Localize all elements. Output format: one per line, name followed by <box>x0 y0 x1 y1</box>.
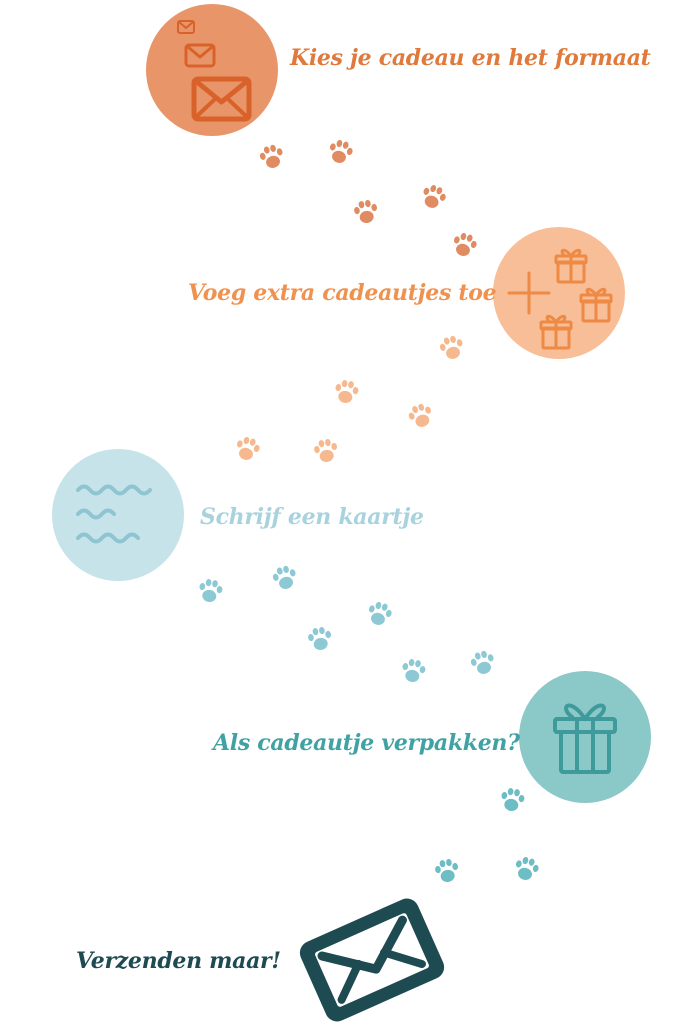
gift-icon <box>553 703 617 774</box>
plus-gifts-icon <box>507 248 613 350</box>
step-2-icon-circle <box>493 227 625 359</box>
step-2-label: Voeg extra cadeautjes toe <box>188 280 497 306</box>
paw-prints-teal <box>433 786 541 884</box>
paw-prints-orange <box>257 137 479 259</box>
paw-prints-light-blue <box>197 563 497 684</box>
step-3-icon-circle <box>52 449 184 581</box>
step-3-label: Schrijf een kaartje <box>200 504 424 530</box>
step-4-icon-circle <box>519 671 651 803</box>
handwriting-icon <box>76 484 152 544</box>
step-4-label: Als cadeautje verpakken? <box>213 730 520 756</box>
envelope-stack-icon <box>177 20 252 122</box>
paw-prints-peach <box>233 333 466 464</box>
step-1-icon-circle <box>146 4 278 136</box>
envelope-icon <box>299 898 445 1022</box>
step-5-label: Verzenden maar! <box>76 948 281 974</box>
step-1-label: Kies je cadeau en het formaat <box>290 45 651 71</box>
